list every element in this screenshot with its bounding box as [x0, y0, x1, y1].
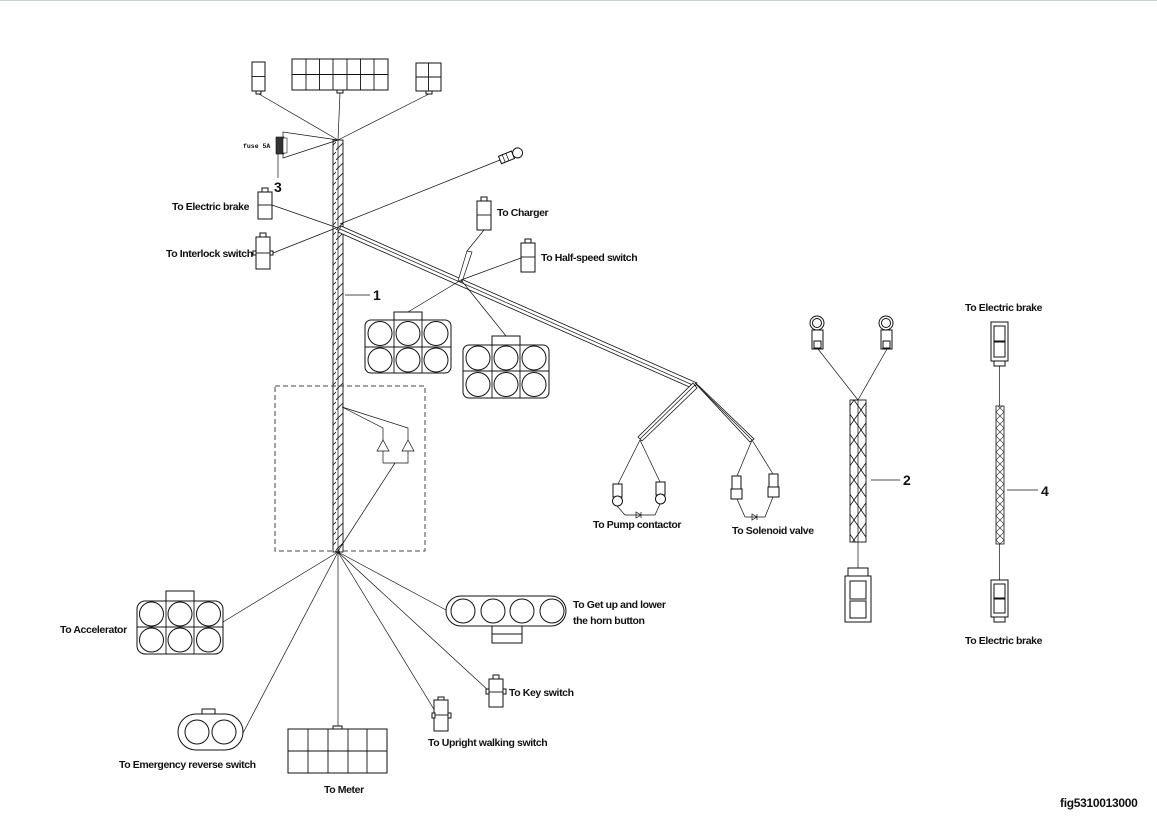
harness-2: [809, 315, 894, 623]
terminals-solenoid-valve: [730, 439, 780, 521]
label-emergency-reverse-switch: To Emergency reverse switch: [119, 759, 256, 771]
connector-upright-walking-switch: [431, 696, 452, 732]
figure-id: fig5310013000: [1060, 796, 1138, 810]
label-solenoid-valve: To Solenoid valve: [732, 525, 814, 537]
label-interlock-switch: To Interlock switch: [166, 248, 253, 260]
fuse-5a: fuse 5A 3: [243, 131, 339, 195]
fuse-label: fuse 5A: [243, 143, 270, 150]
top-border: [0, 0, 1157, 1]
connector-half-speed-switch: [460, 238, 536, 281]
connector-key-switch: [485, 674, 507, 708]
callout-3: 3: [274, 179, 282, 195]
label-accelerator: To Accelerator: [60, 624, 127, 636]
label-meter: To Meter: [324, 784, 364, 796]
label-charger: To Charger: [497, 207, 549, 219]
ring-terminal-2b: [878, 315, 894, 350]
harness-fork: [637, 382, 755, 443]
connector-emergency-reverse-switch: [177, 708, 244, 751]
label-electric-brake-top: To Electric brake: [965, 302, 1043, 314]
connector-accelerator: [136, 590, 224, 655]
terminals-pump-contactor: [612, 439, 666, 519]
connector-get-up-lower-horn: [445, 595, 567, 644]
ring-terminal-top: [339, 147, 524, 225]
connector-meter: [287, 725, 388, 774]
callout-2: 2: [903, 472, 911, 488]
diode-pair: [337, 406, 415, 552]
top-connector-2pin: [251, 61, 266, 95]
connector-6pin-b: [460, 279, 550, 399]
connector-interlock-switch: [252, 227, 337, 270]
connector-6pin-a: [364, 279, 462, 374]
label-get-up-lower-line1: To Get up and lower: [573, 599, 666, 611]
bottom-wires: [222, 551, 490, 734]
callout-1: 1: [373, 287, 381, 303]
label-electric-brake: To Electric brake: [172, 201, 250, 213]
top-connector-4pin: [415, 62, 442, 95]
label-pump-contactor: To Pump contactor: [593, 519, 681, 531]
label-key-switch: To Key switch: [509, 687, 574, 699]
ring-terminal-2a: [809, 315, 825, 350]
label-half-speed-switch: To Half-speed switch: [541, 252, 637, 264]
main-harness-trunk: [332, 139, 344, 553]
label-upright-walking-switch: To Upright walking switch: [428, 737, 547, 749]
diode-module-boundary: [274, 385, 426, 552]
label-electric-brake-bottom: To Electric brake: [965, 635, 1043, 647]
label-get-up-lower-line2: the horn button: [573, 615, 645, 627]
connector-charger: [457, 196, 492, 283]
callout-4: 4: [1041, 483, 1049, 499]
top-connector-14pin: [291, 58, 389, 94]
connector-electric-brake: [257, 187, 339, 229]
harness-4: [990, 321, 1009, 623]
